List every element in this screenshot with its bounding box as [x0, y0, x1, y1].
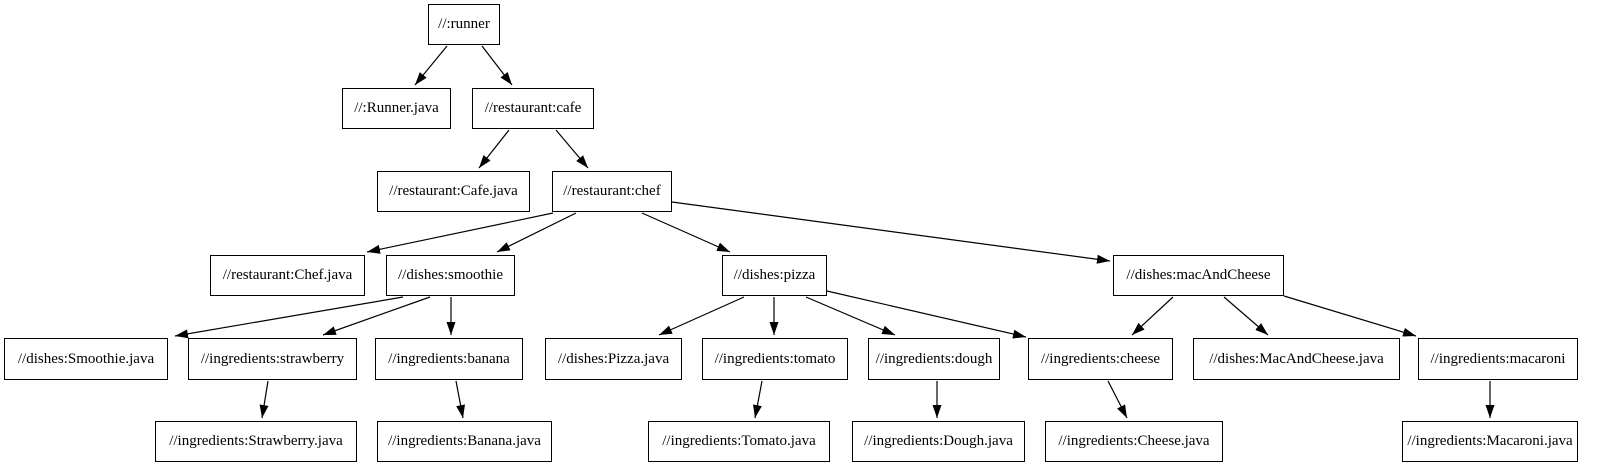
- graph-node-macaroni: //ingredients:macaroni: [1418, 338, 1578, 380]
- edge-cafe-to-cafe-java: [478, 129, 510, 169]
- graph-node-cheese-java: //ingredients:Cheese.java: [1045, 421, 1223, 462]
- edge-banana-to-banana-java: [455, 380, 466, 419]
- edge-smoothie-to-smoothie-java: [174, 296, 404, 339]
- edge-runner-to-runner-java: [414, 45, 448, 86]
- edge-chef-to-pizza: [641, 212, 731, 253]
- edge-chef-to-macandcheese: [671, 201, 1111, 264]
- graph-node-chef-java: //restaurant:Chef.java: [210, 255, 365, 296]
- edge-macandcheese-to-cheese: [1131, 296, 1174, 336]
- graph-node-strawberry: //ingredients:strawberry: [188, 338, 357, 380]
- edge-macandcheese-to-macandcheese-java: [1223, 296, 1269, 336]
- edge-runner-to-cafe: [481, 45, 513, 86]
- graph-node-chef: //restaurant:chef: [552, 171, 672, 212]
- graph-node-banana-java: //ingredients:Banana.java: [377, 421, 552, 462]
- graph-node-macandcheese: //dishes:macAndCheese: [1113, 255, 1284, 296]
- graph-node-pizza-java: //dishes:Pizza.java: [545, 338, 682, 380]
- graph-node-macaroni-java: //ingredients:Macaroni.java: [1402, 421, 1578, 462]
- edge-smoothie-to-strawberry: [322, 296, 431, 336]
- edge-tomato-to-tomato-java: [752, 380, 763, 419]
- graph-node-runner: //:runner: [428, 4, 500, 45]
- graph-node-dough: //ingredients:dough: [868, 338, 1000, 380]
- graph-node-banana: //ingredients:banana: [375, 338, 523, 380]
- graph-node-cheese: //ingredients:cheese: [1028, 338, 1173, 380]
- graph-node-smoothie-java: //dishes:Smoothie.java: [4, 338, 168, 380]
- graph-node-macandcheese-java: //dishes:MacAndCheese.java: [1193, 338, 1400, 380]
- edge-strawberry-to-strawberry-java: [259, 380, 269, 419]
- edge-cafe-to-chef: [555, 129, 589, 169]
- edge-cheese-to-cheese-java: [1107, 380, 1128, 419]
- graph-node-dough-java: //ingredients:Dough.java: [852, 421, 1025, 462]
- graph-node-cafe: //restaurant:cafe: [472, 88, 594, 129]
- graph-node-runner-java: //:Runner.java: [342, 88, 451, 129]
- graph-node-smoothie: //dishes:smoothie: [386, 255, 515, 296]
- edge-pizza-to-pizza-java: [658, 296, 745, 336]
- graph-node-pizza: //dishes:pizza: [722, 255, 827, 296]
- graph-node-strawberry-java: //ingredients:Strawberry.java: [155, 421, 357, 462]
- edge-macandcheese-to-macaroni: [1283, 295, 1417, 337]
- edge-chef-to-smoothie: [496, 212, 577, 253]
- graph-node-tomato-java: //ingredients:Tomato.java: [648, 421, 830, 462]
- graph-node-cafe-java: //restaurant:Cafe.java: [377, 171, 530, 212]
- edge-pizza-to-dough: [805, 296, 896, 336]
- edge-pizza-to-cheese: [826, 290, 1027, 339]
- edge-chef-to-chef-java: [366, 212, 554, 254]
- graph-node-tomato: //ingredients:tomato: [702, 338, 848, 380]
